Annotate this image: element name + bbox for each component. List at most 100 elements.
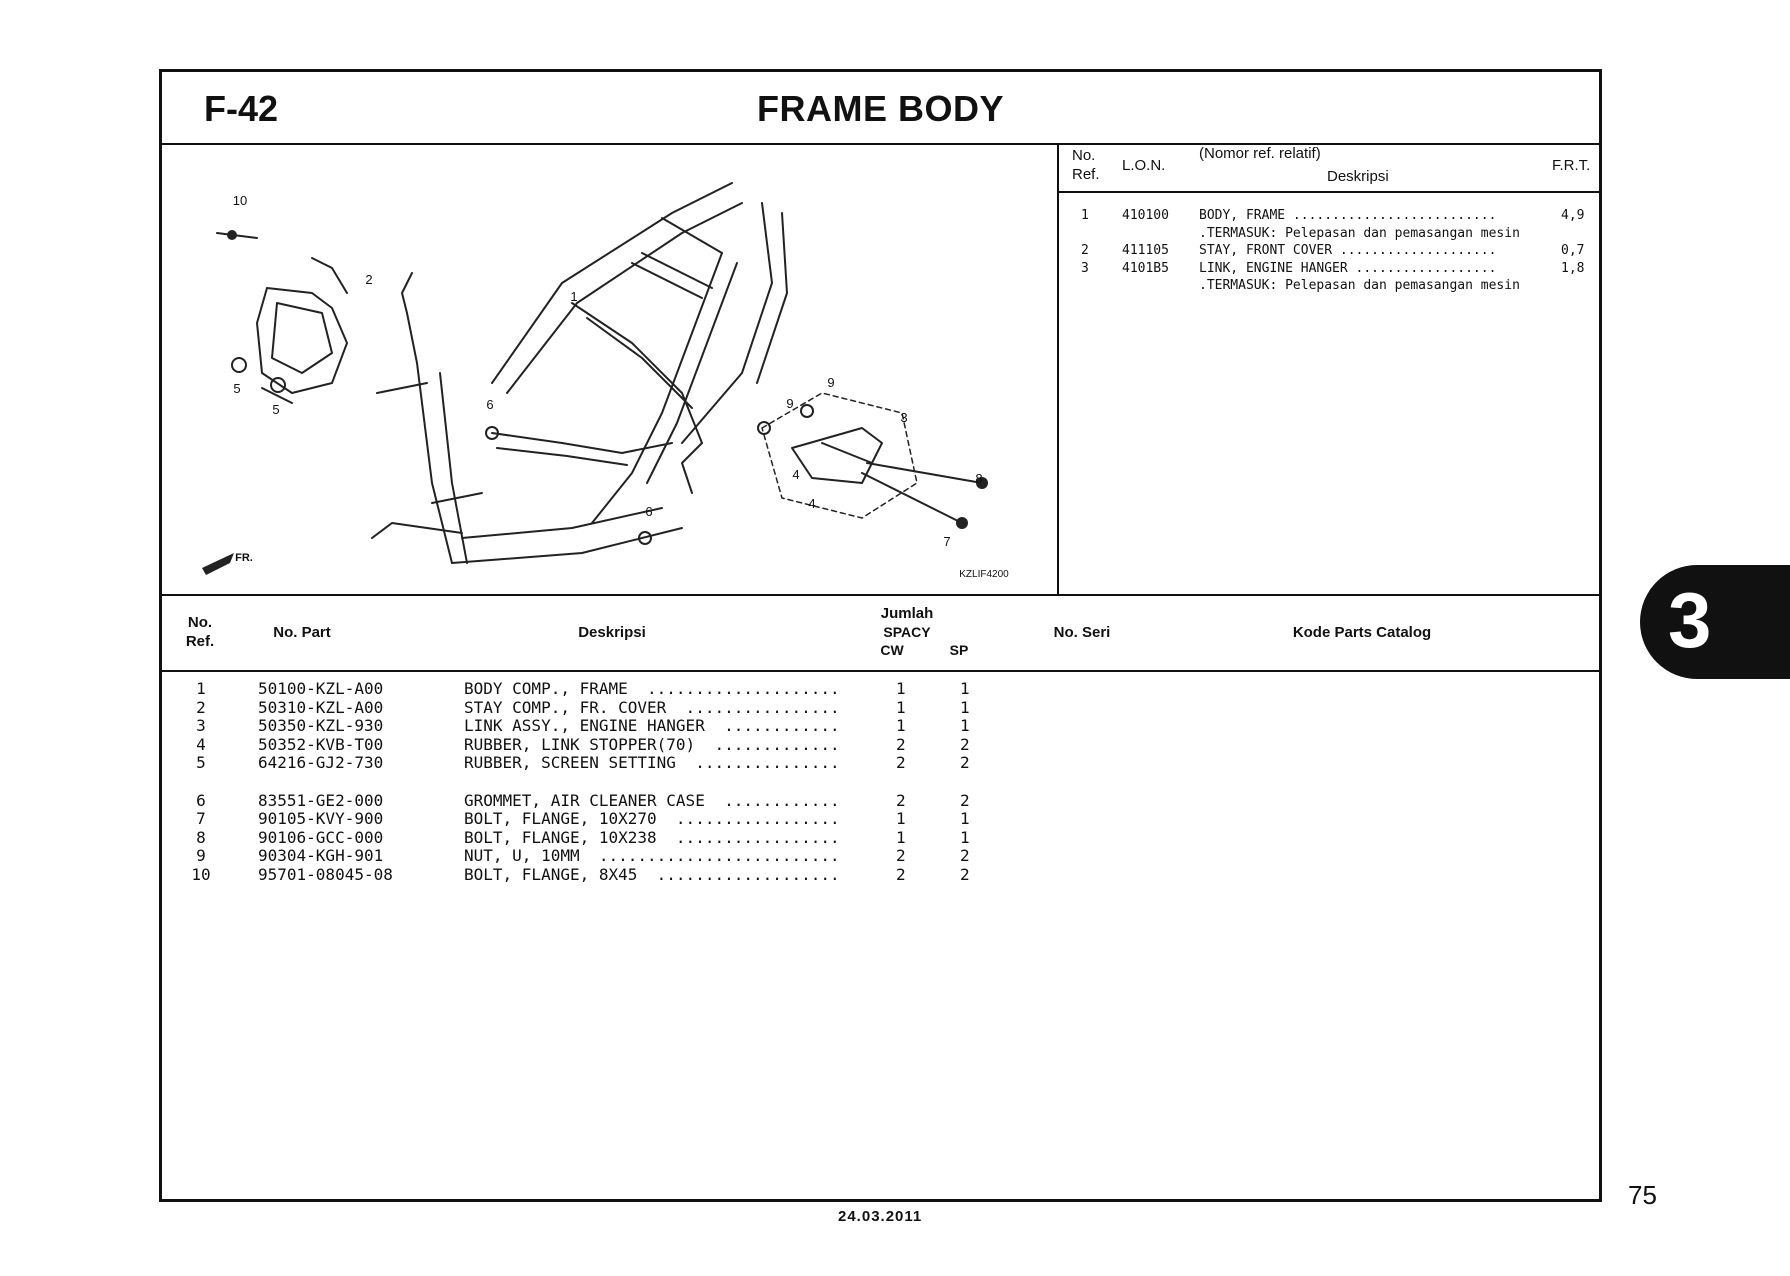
table-row: 2 50310-KZL-A00 STAY COMP., FR. COVER ..… <box>162 697 1599 718</box>
page-frame: F-42 FRAME BODY <box>159 69 1602 1202</box>
frt-table-header: No. Ref. L.O.N. (Nomor ref. relatif) Des… <box>1059 143 1602 193</box>
row-part-no: 50100-KZL-A00 <box>258 679 384 698</box>
row-sp: 1 <box>960 679 970 698</box>
section-tab: 3 <box>1640 565 1790 679</box>
row-sp: 1 <box>960 827 970 847</box>
frt-header-desc-note: (Nomor ref. relatif) <box>1199 145 1321 162</box>
parts-table-header: No. Ref. No. Part Deskripsi Jumlah SPACY… <box>162 596 1599 672</box>
row-cw: 2 <box>896 753 906 773</box>
row-part-no: 90105-KVY-900 <box>258 809 384 829</box>
row-ref: 3 <box>196 716 206 736</box>
parts-header-sp: SP <box>949 642 969 658</box>
row-desc: STAY COMP., FR. COVER ................ <box>464 697 840 717</box>
parts-header-part-no: No. Part <box>273 624 331 641</box>
frt-row: 1 410100 BODY, FRAME ...................… <box>1059 207 1602 225</box>
table-row: 8 90106-GCC-000 BOLT, FLANGE, 10X238 ...… <box>162 827 1599 848</box>
frame-body-illustration: 10 2 1 5 5 6 6 9 9 3 4 4 8 7 FR. KZLIF42… <box>202 182 1009 580</box>
callout-4b: 4 <box>808 496 815 511</box>
table-row: 7 90105-KVY-900 BOLT, FLANGE, 10X270 ...… <box>162 810 1599 829</box>
row-sp: 1 <box>960 716 970 736</box>
row-ref: 5 <box>196 753 206 773</box>
frt-table-body: 1 410100 BODY, FRAME ...................… <box>1059 207 1602 295</box>
table-row: 10 95701-08045-08 BOLT, FLANGE, 8X45 ...… <box>162 864 1599 885</box>
row-cw: 1 <box>896 827 906 847</box>
callout-4a: 4 <box>792 467 799 482</box>
row-cw: 1 <box>896 716 906 736</box>
parts-header-qty: Jumlah <box>880 605 934 622</box>
frt-desc: .TERMASUK: Pelepasan dan pemasangan mesi… <box>1199 278 1520 293</box>
callout-5b: 5 <box>272 402 279 417</box>
row-desc: GROMMET, AIR CLEANER CASE ............ <box>464 790 840 810</box>
table-row: 4 50352-KVB-T00 RUBBER, LINK STOPPER(70)… <box>162 734 1599 755</box>
parts-header-no: No. <box>187 614 213 631</box>
frt-row: .TERMASUK: Pelepasan dan pemasangan mesi… <box>1059 277 1602 295</box>
frt-desc: BODY, FRAME .......................... <box>1199 208 1497 223</box>
frt-lon: 411105 <box>1122 243 1169 258</box>
callout-9b: 9 <box>786 396 793 411</box>
table-row: 6 83551-GE2-000 GROMMET, AIR CLEANER CAS… <box>162 790 1599 811</box>
table-row: 9 90304-KGH-901 NUT, U, 10MM ...........… <box>162 847 1599 866</box>
callout-7: 7 <box>943 534 950 549</box>
frt-desc: STAY, FRONT COVER .................... <box>1199 243 1497 258</box>
row-ref: 7 <box>196 809 206 829</box>
table-row: 5 64216-GJ2-730 RUBBER, SCREEN SETTING .… <box>162 754 1599 773</box>
page-title: FRAME BODY <box>757 88 1004 129</box>
row-ref: 10 <box>191 864 211 884</box>
row-desc: RUBBER, LINK STOPPER(70) ............. <box>464 734 840 754</box>
row-ref: 2 <box>196 697 206 717</box>
row-cw: 1 <box>896 679 906 698</box>
row-part-no: 90106-GCC-000 <box>258 827 384 847</box>
page-number: 75 <box>1628 1180 1657 1210</box>
frt-ref: 3 <box>1081 260 1089 276</box>
section-tab-number: 3 <box>1668 576 1712 664</box>
callout-9a: 9 <box>827 375 834 390</box>
row-part-no: 64216-GJ2-730 <box>258 753 384 773</box>
frt-lon: 4101B5 <box>1122 260 1169 276</box>
row-desc: BOLT, FLANGE, 8X45 ................... <box>464 864 840 884</box>
row-ref: 6 <box>196 790 206 810</box>
callout-6b: 6 <box>645 504 652 519</box>
parts-header-catalog: Kode Parts Catalog <box>1292 624 1432 641</box>
frt-value: 0,7 <box>1561 243 1585 258</box>
row-part-no: 50350-KZL-930 <box>258 716 384 736</box>
row-desc: BOLT, FLANGE, 10X270 ................. <box>464 809 840 829</box>
row-cw: 2 <box>896 790 906 810</box>
figure-code: KZLIF4200 <box>959 569 1009 580</box>
row-ref: 8 <box>196 827 206 847</box>
row-desc: RUBBER, SCREEN SETTING ............... <box>464 753 840 773</box>
footer-date: 24.03.2011 <box>838 1208 923 1225</box>
row-cw: 2 <box>896 864 906 884</box>
row-sp: 2 <box>960 753 970 773</box>
table-row: 3 50350-KZL-930 LINK ASSY., ENGINE HANGE… <box>162 717 1599 736</box>
frt-row: 2 411105 STAY, FRONT COVER .............… <box>1059 242 1602 260</box>
front-arrow-label: FR. <box>235 552 253 564</box>
row-sp: 2 <box>960 790 970 810</box>
row-sp: 2 <box>960 864 970 884</box>
row-part-no: 83551-GE2-000 <box>258 790 384 810</box>
row-cw: 1 <box>896 809 906 829</box>
row-ref: 9 <box>196 846 206 866</box>
frt-table: No. Ref. L.O.N. (Nomor ref. relatif) Des… <box>1059 143 1602 594</box>
frt-ref: 1 <box>1081 208 1089 223</box>
callout-10: 10 <box>233 193 247 208</box>
callout-3: 3 <box>900 410 907 425</box>
frt-header-lon: L.O.N. <box>1122 157 1166 174</box>
parts-header-desc: Deskripsi <box>578 624 646 641</box>
frt-header-frt: F.R.T. <box>1552 157 1591 174</box>
callout-8: 8 <box>975 471 982 486</box>
frt-lon: 410100 <box>1122 208 1169 223</box>
frt-desc: LINK, ENGINE HANGER .................. <box>1199 260 1497 276</box>
table-row: 1 50100-KZL-A00 BODY COMP., FRAME ......… <box>162 679 1599 699</box>
frt-row: .TERMASUK: Pelepasan dan pemasangan mesi… <box>1059 225 1602 243</box>
row-cw: 1 <box>896 697 906 717</box>
section-code: F-42 <box>204 88 279 129</box>
row-part-no: 90304-KGH-901 <box>258 846 384 866</box>
parts-table: No. Ref. No. Part Deskripsi Jumlah SPACY… <box>162 594 1599 1201</box>
row-part-no: 50310-KZL-A00 <box>258 697 384 717</box>
row-desc: BODY COMP., FRAME .................... <box>464 679 840 698</box>
page-header: F-42 FRAME BODY <box>162 72 1599 145</box>
row-desc: NUT, U, 10MM ......................... <box>464 846 840 866</box>
row-sp: 2 <box>960 846 970 866</box>
frt-header-ref: Ref. <box>1072 166 1100 183</box>
parts-header-model: SPACY <box>883 624 931 640</box>
